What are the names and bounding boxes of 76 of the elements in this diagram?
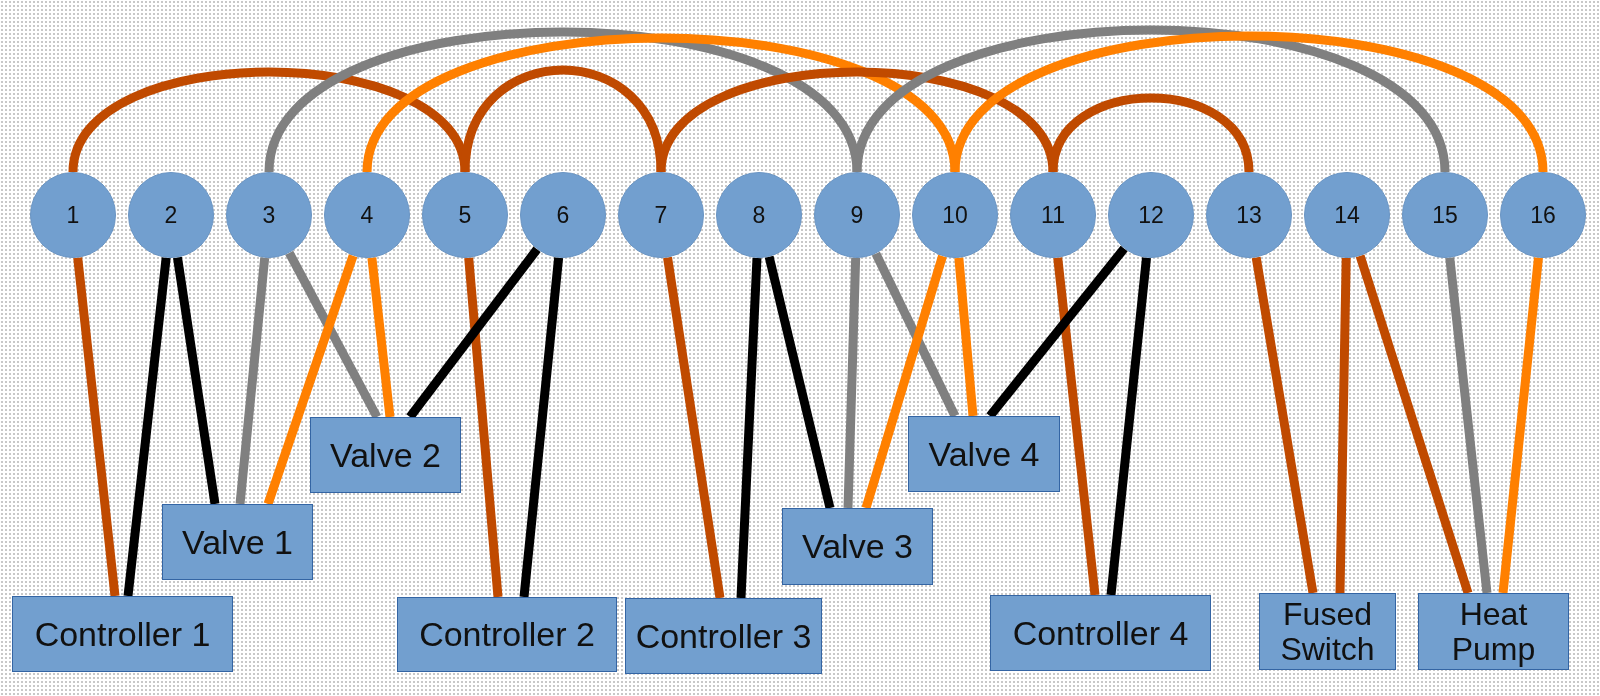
terminal-number: 3 — [262, 201, 276, 229]
terminal-circle — [1500, 172, 1586, 258]
wire-line — [663, 256, 725, 599]
wire-line — [1335, 257, 1351, 594]
device-box — [162, 504, 313, 580]
terminal-circle — [1304, 172, 1390, 258]
wire-line — [1106, 257, 1151, 596]
terminal-circle — [618, 172, 704, 258]
terminal-circle — [520, 172, 606, 258]
device-box — [782, 508, 933, 585]
terminal-circle — [1010, 172, 1096, 258]
terminal-circle — [1402, 172, 1488, 258]
device-box — [625, 598, 822, 674]
device-label: Heat Pump — [1450, 596, 1537, 667]
wire-line — [871, 251, 960, 418]
device-label: Valve 4 — [928, 435, 1040, 473]
terminal-circle — [716, 172, 802, 258]
terminal-number: 6 — [556, 201, 570, 229]
terminal-number: 7 — [654, 201, 668, 229]
terminal-number: 14 — [1334, 201, 1360, 229]
terminal-number: 2 — [164, 201, 178, 229]
terminal-circle — [1108, 172, 1194, 258]
wire-line — [736, 257, 762, 599]
wire-line — [852, 25, 1450, 174]
terminal-circle — [422, 172, 508, 258]
terminal-circle — [324, 172, 410, 258]
device-label: Controller 1 — [34, 615, 211, 653]
wire-line — [123, 257, 171, 597]
terminal-circle — [30, 172, 116, 258]
wire-line — [1355, 254, 1473, 595]
terminal-circle — [128, 172, 214, 258]
wire-line — [1251, 256, 1318, 594]
terminal-number: 16 — [1530, 201, 1556, 229]
terminal-circle — [226, 172, 312, 258]
wire-line — [861, 254, 947, 510]
device-box — [990, 595, 1211, 671]
wire-line — [464, 257, 503, 598]
terminal-number: 5 — [458, 201, 472, 229]
wire-line — [173, 256, 220, 505]
device-label: Controller 2 — [419, 616, 595, 653]
device-box — [1418, 593, 1569, 670]
terminal-number: 10 — [942, 201, 968, 229]
wire-line — [519, 257, 564, 598]
terminal-number: 4 — [360, 201, 374, 229]
wire-line — [263, 254, 358, 506]
wire-line — [73, 257, 120, 597]
wire-line — [1498, 257, 1543, 594]
terminal-number: 1 — [66, 201, 80, 229]
terminal-number: 13 — [1236, 201, 1262, 229]
wire-line — [950, 31, 1548, 174]
wire-line — [843, 257, 861, 509]
wire-line — [1053, 257, 1100, 596]
device-box — [310, 417, 461, 493]
wire-line — [1445, 257, 1492, 594]
device-box — [397, 597, 617, 672]
device-box — [1259, 593, 1396, 670]
terminal-circle — [814, 172, 900, 258]
terminal-number: 15 — [1432, 201, 1458, 229]
device-box — [908, 416, 1060, 492]
wire-line — [954, 257, 978, 417]
device-box — [12, 596, 233, 672]
terminal-number: 8 — [752, 201, 766, 229]
terminal-number: 11 — [1041, 201, 1065, 229]
device-label: Fused Switch — [1279, 596, 1376, 667]
terminal-number: 12 — [1138, 201, 1164, 229]
terminal-circle — [912, 172, 998, 258]
device-label: Valve 2 — [330, 436, 441, 474]
wire-line — [764, 255, 835, 510]
device-label: Valve 1 — [182, 523, 293, 561]
device-label: Valve 3 — [802, 528, 913, 565]
wire-line — [367, 257, 395, 418]
terminal-circle — [1206, 172, 1292, 258]
device-label: Controller 3 — [635, 617, 812, 655]
wire-line — [235, 257, 270, 505]
terminal-number: 9 — [850, 201, 864, 229]
device-label: Controller 4 — [1012, 614, 1189, 652]
